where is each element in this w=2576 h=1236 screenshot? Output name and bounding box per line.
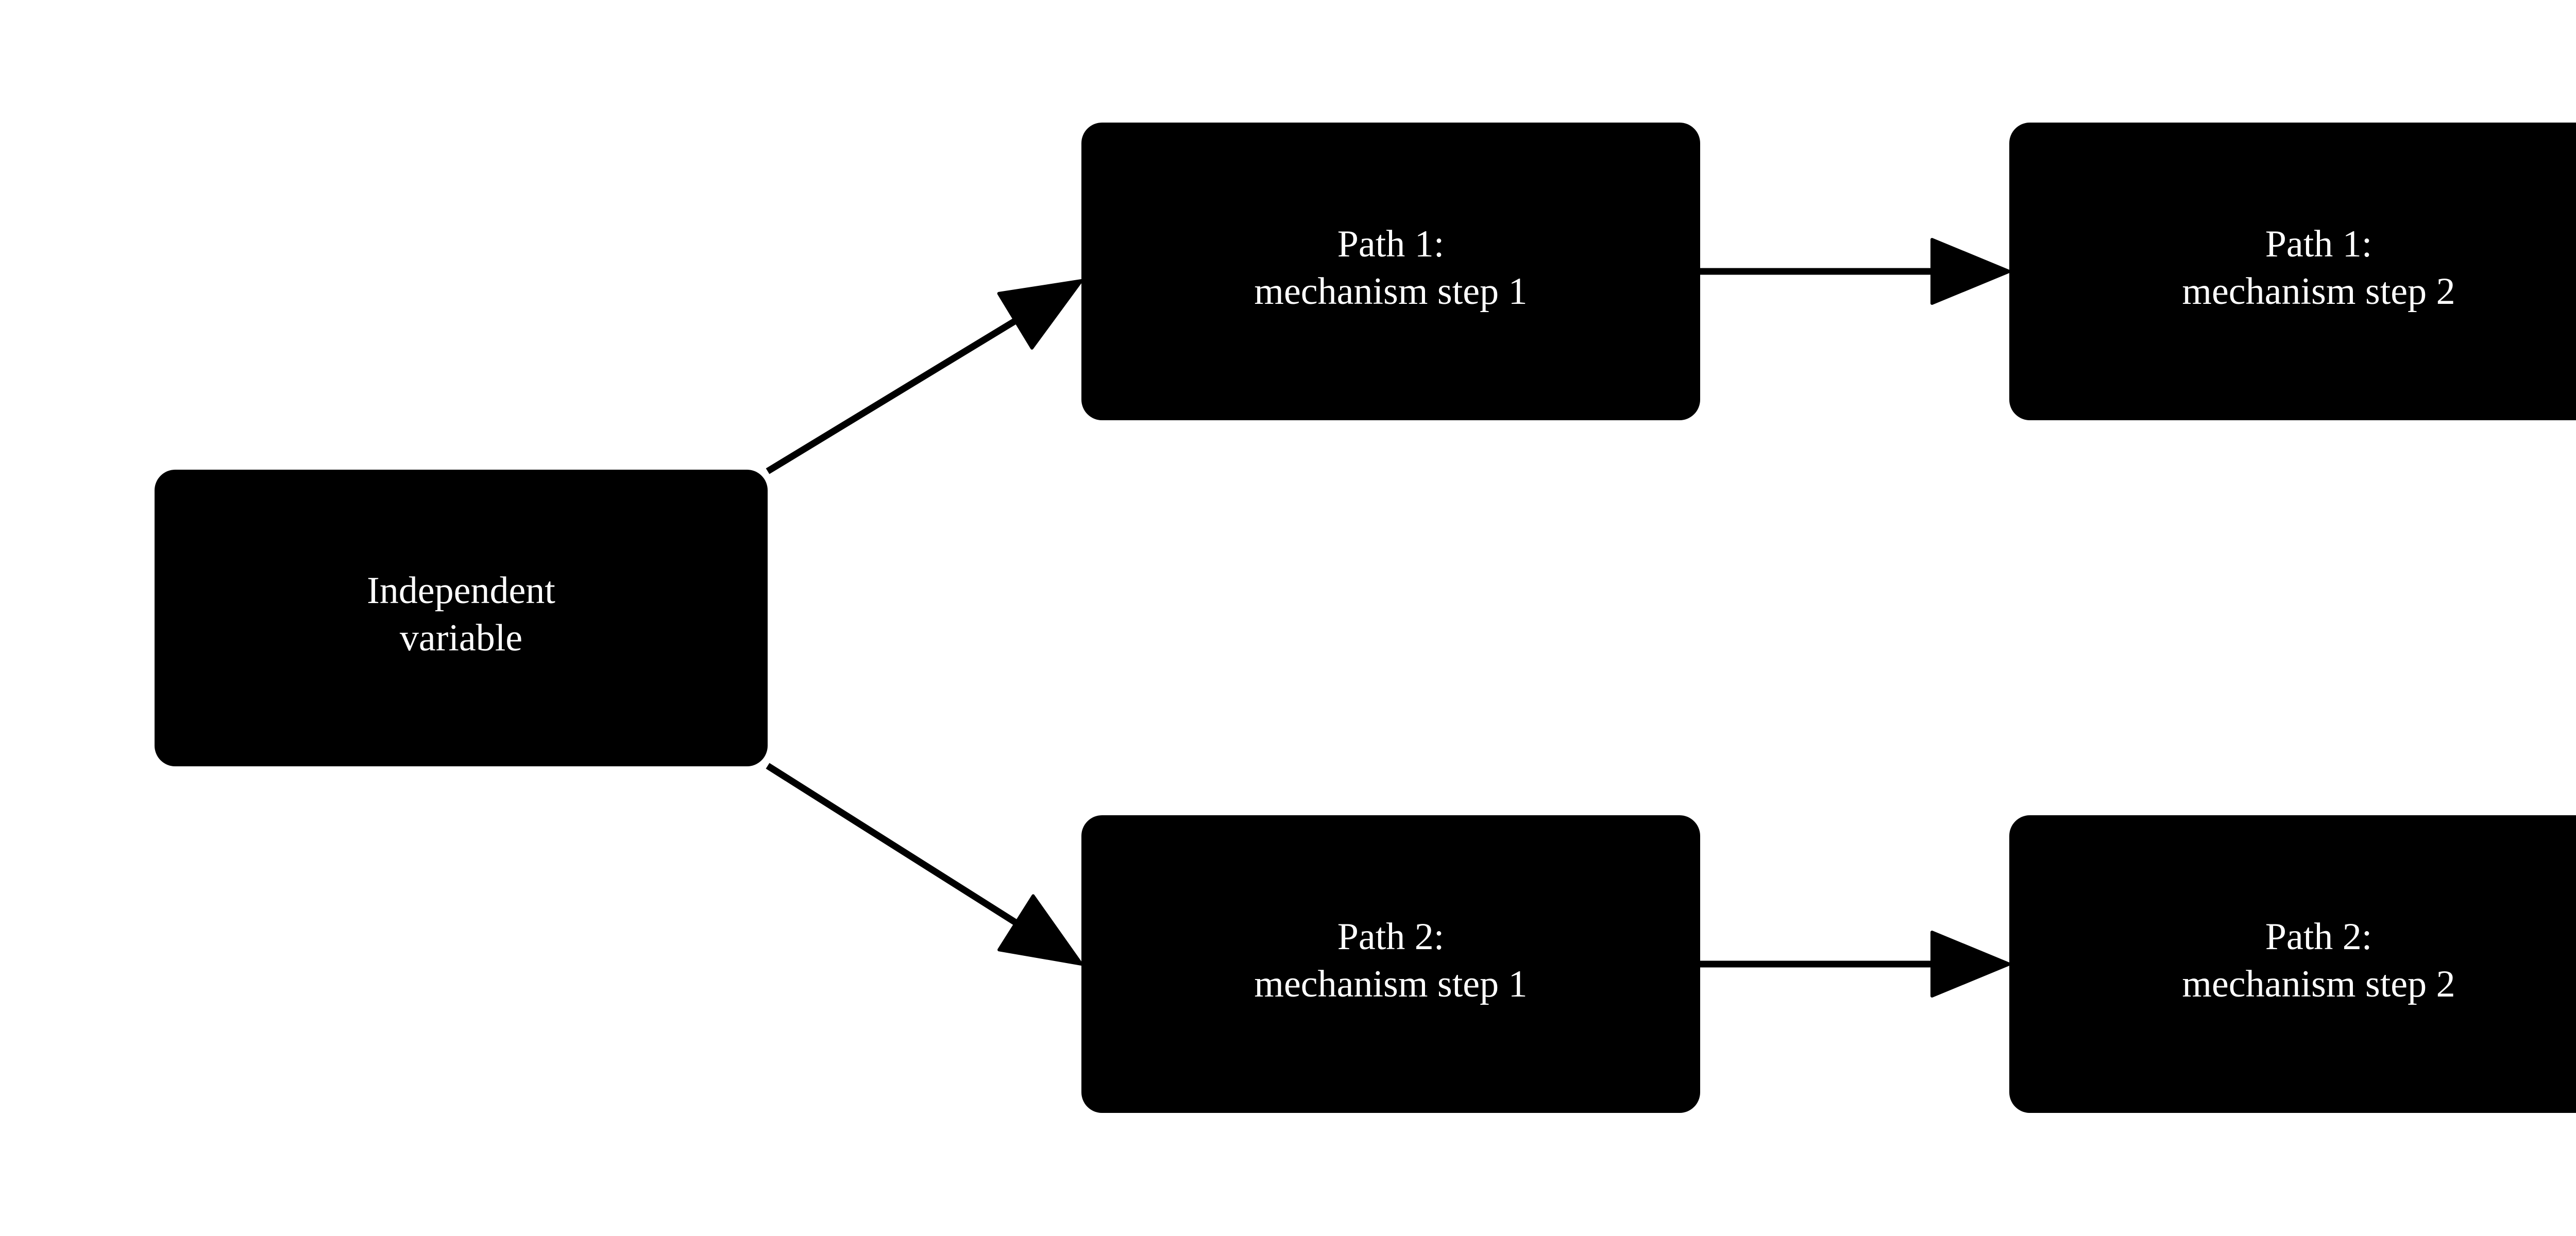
node-label: Path 2: mechanism step 2 bbox=[2182, 916, 2455, 1005]
nodes-layer: Independent variable Path 1: mechanism step… bbox=[155, 123, 2576, 1113]
node-label: Path 1: mechanism step 1 bbox=[1254, 223, 1527, 313]
path1-step1-node[interactable]: Path 1: mechanism step 1 bbox=[1081, 123, 1700, 420]
node-background bbox=[1081, 123, 1700, 420]
node-label-line-1: Path 1: bbox=[2265, 223, 2372, 265]
node-background bbox=[2009, 123, 2576, 420]
edge-shaft bbox=[766, 763, 1023, 929]
arrowhead-icon bbox=[997, 894, 1083, 966]
arrowhead-icon bbox=[997, 279, 1083, 350]
node-label-line-2: mechanism step 1 bbox=[1254, 270, 1527, 313]
node-label: Path 2: mechanism step 1 bbox=[1254, 916, 1527, 1005]
arrowhead-icon bbox=[1930, 931, 2011, 998]
edge-path2-step1-to-path2-step2[interactable] bbox=[1700, 931, 2011, 998]
node-background bbox=[2009, 815, 2576, 1113]
node-label-line-1: Path 1: bbox=[1337, 223, 1445, 265]
path2-step2-node[interactable]: Path 2: mechanism step 2 bbox=[2009, 815, 2576, 1113]
path1-step2-node[interactable]: Path 1: mechanism step 2 bbox=[2009, 123, 2576, 420]
edge-shaft bbox=[766, 315, 1023, 474]
node-label-line-2: mechanism step 2 bbox=[2182, 270, 2455, 313]
edge-independent-to-path1-step1[interactable] bbox=[766, 279, 1083, 474]
edge-independent-to-path2-step1[interactable] bbox=[766, 763, 1083, 966]
node-label: Path 1: mechanism step 2 bbox=[2182, 223, 2455, 313]
edge-path1-step1-to-path1-step2[interactable] bbox=[1700, 238, 2011, 305]
node-label-line-1: Independent bbox=[367, 570, 555, 612]
arrowhead-icon bbox=[1930, 238, 2011, 305]
node-label-line-1: Path 2: bbox=[1337, 916, 1445, 958]
node-label-line-1: Path 2: bbox=[2265, 916, 2372, 958]
independent-variable-node[interactable]: Independent variable bbox=[155, 470, 768, 766]
node-label-line-2: mechanism step 2 bbox=[2182, 963, 2455, 1005]
path2-step1-node[interactable]: Path 2: mechanism step 1 bbox=[1081, 815, 1700, 1113]
node-background bbox=[155, 470, 768, 766]
node-label-line-2: variable bbox=[400, 617, 522, 659]
node-label-line-2: mechanism step 1 bbox=[1254, 963, 1527, 1005]
node-background bbox=[1081, 815, 1700, 1113]
node-label: Independent variable bbox=[367, 570, 555, 659]
edges-layer bbox=[766, 238, 2011, 998]
